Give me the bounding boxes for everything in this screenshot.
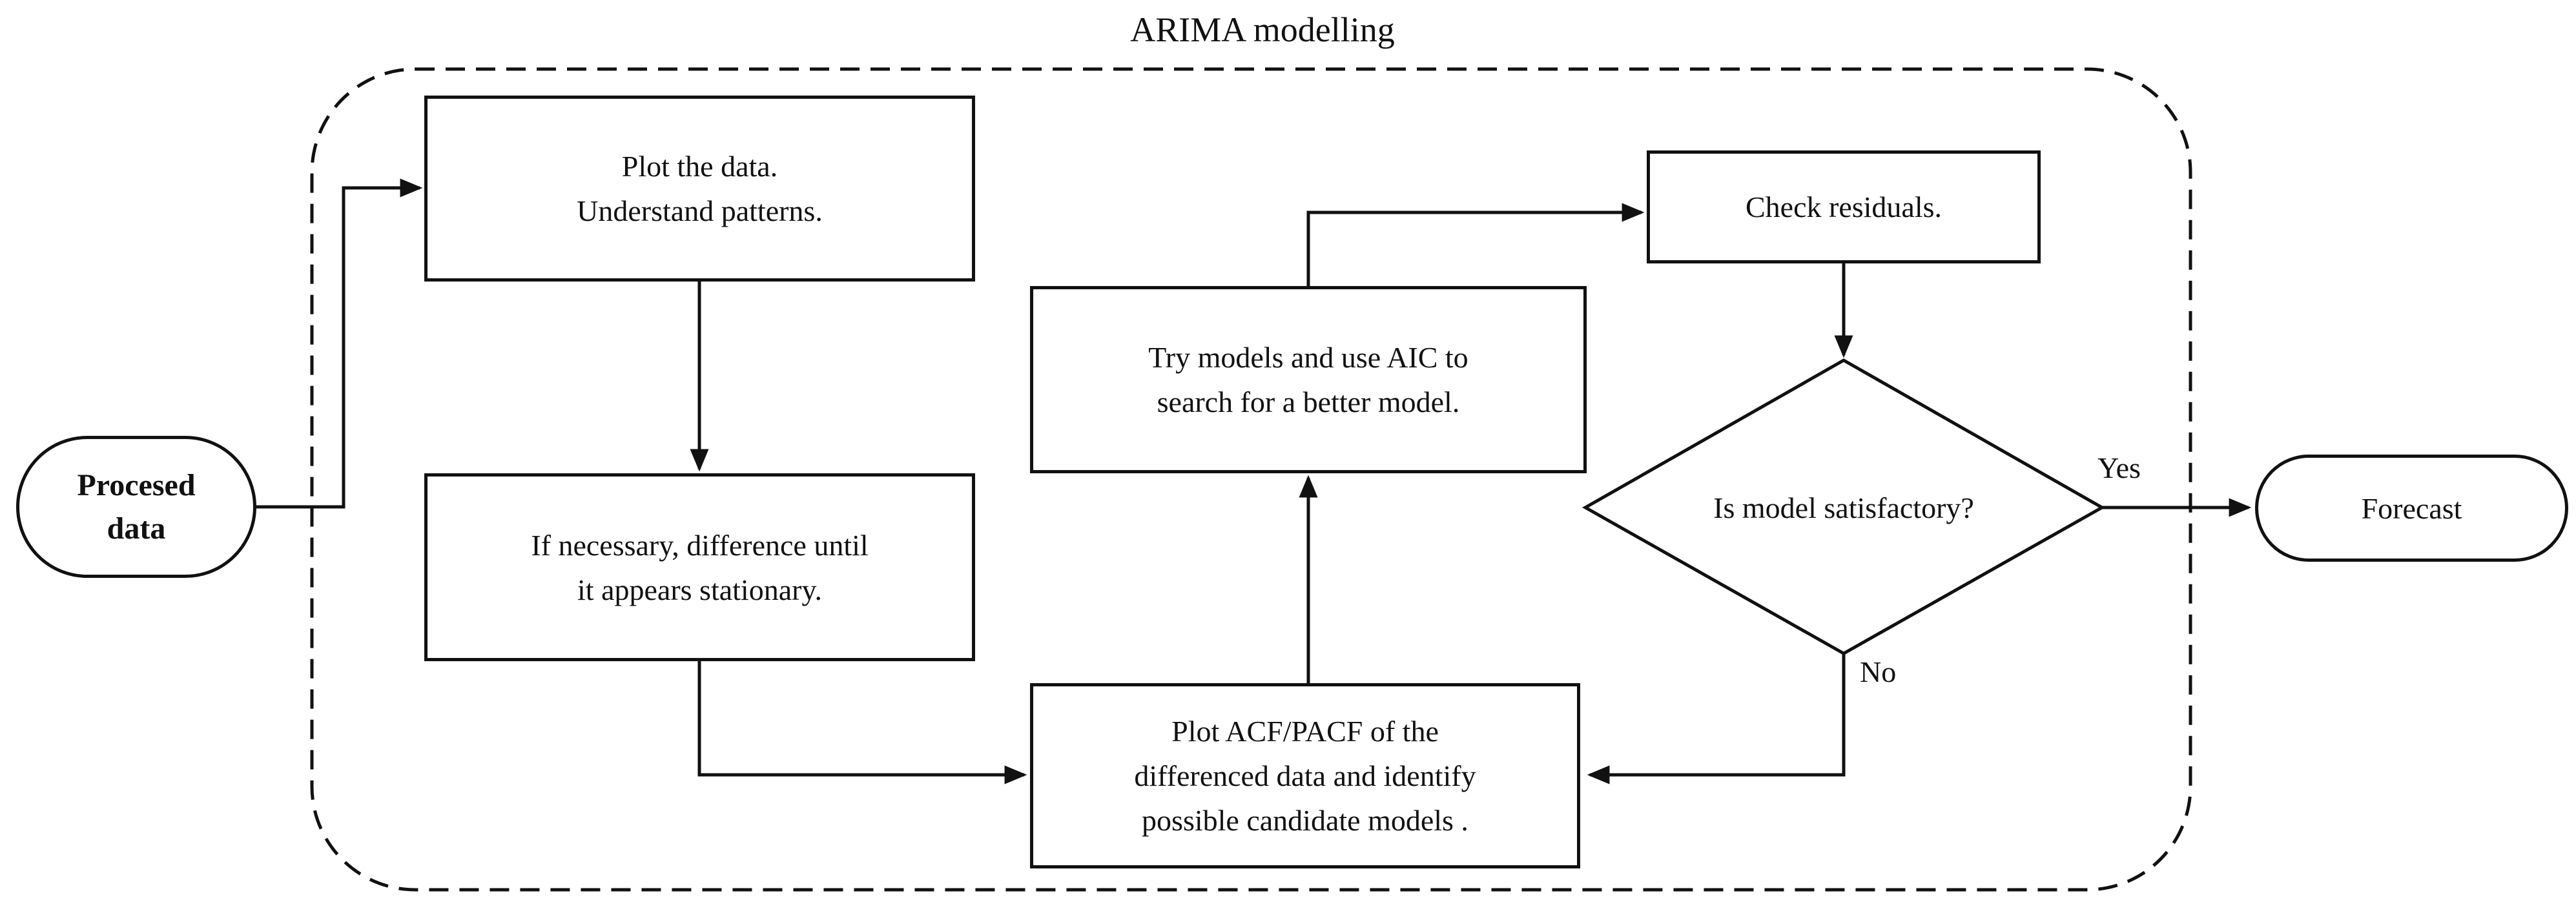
- try-models-label: Try models and use AIC to search for a b…: [1148, 341, 1468, 418]
- arima-stage-dashed-border: [310, 67, 2192, 892]
- arrow-decision-no-to-acf: [1587, 653, 1846, 785]
- diagram-title: ARIMA modelling: [1130, 10, 1395, 49]
- edge-label-yes: Yes: [2097, 451, 2141, 484]
- process-box-try-models: Try models and use AIC to search for a b…: [1030, 286, 1587, 473]
- process-box-difference: If necessary, difference until it appear…: [424, 473, 975, 661]
- process-box-check-residuals: Check residuals.: [1647, 150, 2041, 263]
- check-residuals-label: Check residuals.: [1745, 190, 1942, 223]
- forecast-label: Forecast: [2361, 491, 2462, 525]
- arrow-try-models-to-check-residuals: [1306, 203, 1645, 286]
- arrow-processed-to-plot: [256, 178, 423, 509]
- process-box-acf-pacf: Plot ACF/PACF of the differenced data an…: [1030, 683, 1580, 868]
- edge-label-no: No: [1860, 655, 1897, 688]
- arrow-difference-to-acf: [697, 661, 1027, 785]
- difference-label: If necessary, difference until it appear…: [531, 528, 869, 606]
- start-node-label: Procesed data: [77, 467, 196, 546]
- plot-data-label: Plot the data. Understand patterns.: [577, 150, 823, 227]
- end-node-forecast: Forecast: [2255, 455, 2568, 562]
- decision-diamond-label: Is model satisfactory?: [1713, 491, 1974, 524]
- acf-pacf-label: Plot ACF/PACF of the differenced data an…: [1134, 715, 1476, 837]
- start-node-processed-data: Procesed data: [16, 436, 256, 578]
- process-box-plot-data: Plot the data. Understand patterns.: [424, 96, 975, 282]
